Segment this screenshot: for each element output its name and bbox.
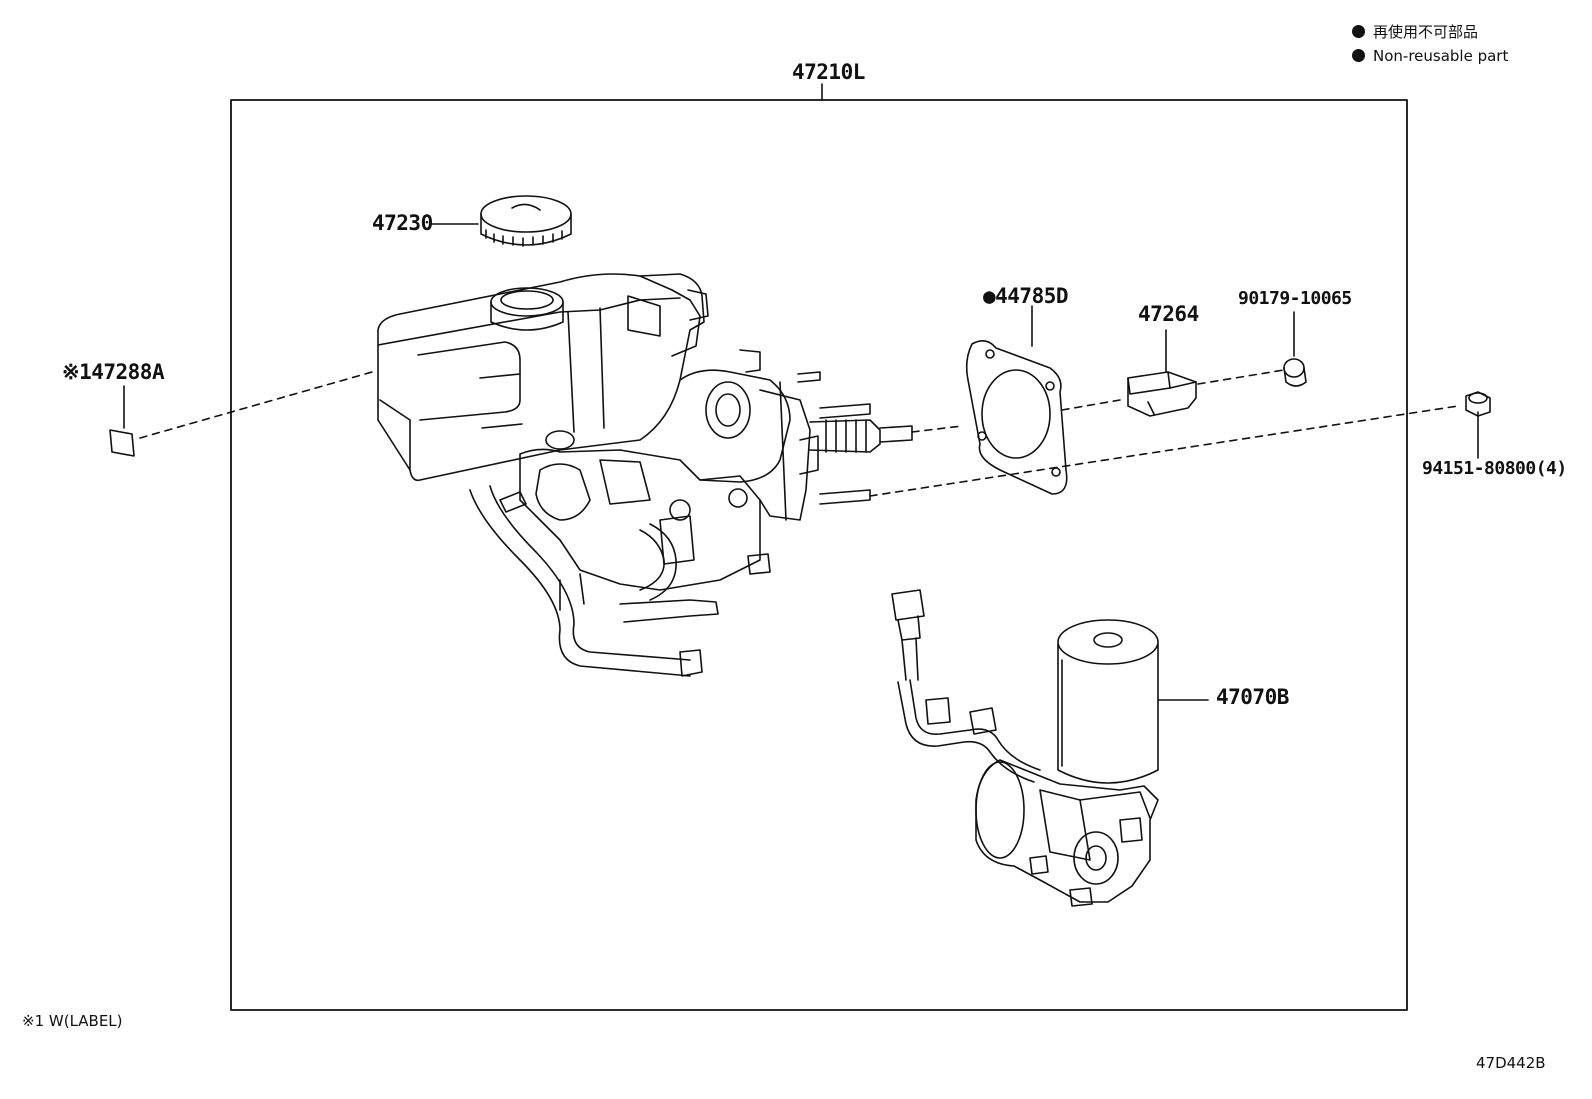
- gasket-drawing: [965, 305, 1068, 495]
- part-label-bracket: 47264: [1138, 302, 1199, 326]
- nut-leader-dashed: [869, 405, 1459, 497]
- legend-en: Non-reusable part: [1352, 47, 1508, 65]
- bracket-drawing: [1127, 329, 1197, 417]
- bushing-leader-dashed: [1197, 369, 1285, 385]
- part-label-gasket: ●44785D: [983, 284, 1069, 308]
- reservoir-cap-drawing: [431, 195, 572, 247]
- legend-jp: 再使用不可部品: [1352, 21, 1478, 42]
- part-label-bushing: 90179-10065: [1238, 288, 1352, 309]
- nut-drawing: [1465, 391, 1491, 459]
- bushing-drawing: [1283, 311, 1307, 387]
- master-cylinder-drawing: [377, 273, 913, 677]
- part-label-cap: 47230: [372, 211, 433, 235]
- part-label-label-sticker: ※147288A: [62, 360, 165, 384]
- pump-motor-drawing: [891, 589, 1209, 907]
- non-reusable-dot-icon: [1352, 49, 1365, 62]
- footnote: ※1 W(LABEL): [22, 1012, 123, 1030]
- part-label-nut: 94151-80800(4): [1422, 458, 1567, 479]
- non-reusable-dot-icon: [1352, 25, 1365, 38]
- label-sticker-drawing: [109, 371, 373, 457]
- part-label-assembly: 47210L: [792, 60, 865, 84]
- diagram-id: 47D442B: [1476, 1054, 1546, 1072]
- bracket-leader-dashed: [1061, 399, 1121, 411]
- part-label-pump: 47070B: [1216, 685, 1289, 709]
- assembly-frame: [230, 99, 1408, 1011]
- gasket-leader-dashed: [911, 425, 963, 433]
